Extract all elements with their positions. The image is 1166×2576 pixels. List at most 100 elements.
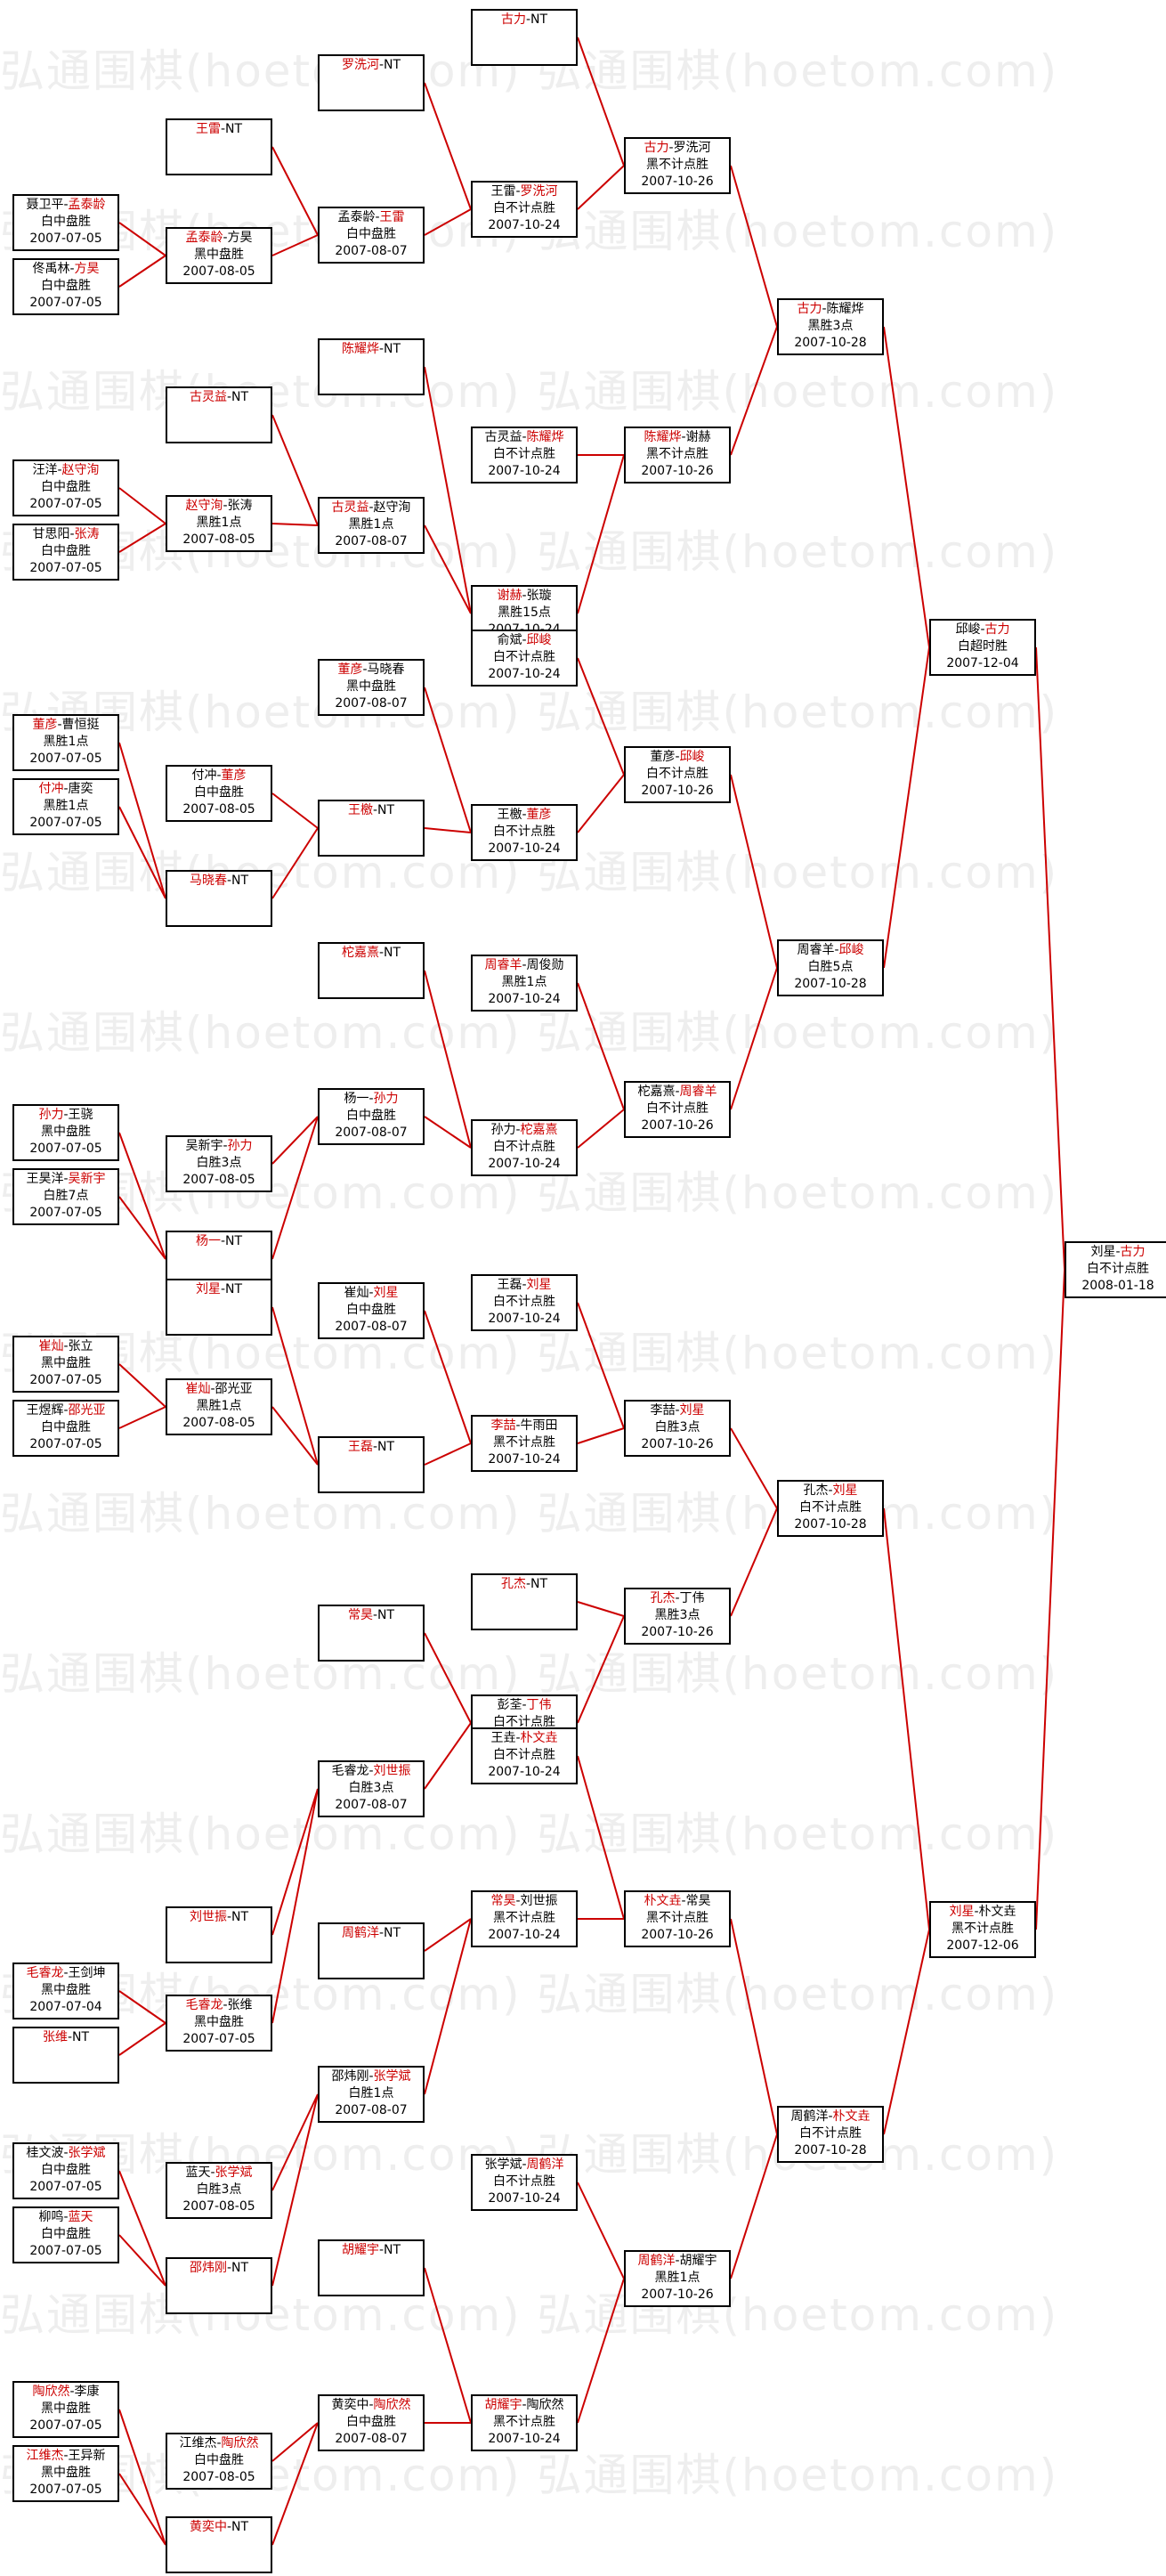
winner-name: 董彦 [337, 662, 363, 677]
bracket-connector [577, 2182, 625, 2279]
bracket-connector [271, 2093, 319, 2287]
match-result: 白胜3点 [196, 2182, 242, 2197]
player-name: 杨一- [344, 1092, 374, 1106]
match-result: 黑胜1点 [196, 1399, 242, 1413]
bracket-connector [577, 774, 625, 833]
match-players: 王檄-董彦 [473, 807, 576, 824]
winner-name: 刘世振 [373, 1764, 411, 1778]
match-players: 聂卫平-孟泰龄 [14, 197, 117, 214]
bracket-connector [730, 2133, 778, 2279]
match-players: 刘世振-NT [167, 1909, 271, 1926]
bracket-connector [577, 1427, 625, 1444]
bracket-connector [118, 1363, 166, 1408]
bracket-connector [577, 1302, 625, 1429]
match-players: 胡耀宇-陶欣然 [473, 2397, 576, 2414]
match-box: 胡耀宇-NT [318, 2239, 425, 2296]
match-date: 2007-07-05 [29, 816, 102, 830]
match-result: 白中盘胜 [194, 2453, 244, 2467]
bracket-connector [883, 1507, 930, 1930]
match-players: 彭荃-丁伟 [473, 1697, 576, 1714]
match-players: 周睿羊-邱峻 [779, 942, 882, 959]
bracket-connector [577, 1109, 625, 1149]
bracket-connector [118, 742, 166, 899]
winner-name: 古力 [500, 12, 526, 27]
match-players: 甘思阳-张涛 [14, 526, 117, 543]
match-players: 古灵益-陈耀烨 [473, 429, 576, 446]
bracket-connector [424, 1722, 472, 1790]
winner-name: 柁嘉熹 [520, 1123, 558, 1137]
bracket-connector [118, 806, 166, 899]
match-result: 白不计点胜 [493, 1140, 555, 1154]
match-players: 王檄-NT [320, 802, 423, 819]
winner-name: 刘世振 [189, 1910, 227, 1924]
bracket-connector [271, 1788, 319, 1936]
match-players: 王垚-朴文垚 [473, 1730, 576, 1747]
match-players: 蓝天-张学斌 [167, 2165, 271, 2182]
winner-name: 朴文垚 [832, 2109, 870, 2124]
winner-name: 刘星 [832, 1483, 858, 1498]
bracket-connector [424, 1442, 472, 1466]
match-date: 2007-10-24 [488, 992, 561, 1006]
match-date: 2007-10-24 [488, 1765, 561, 1779]
match-box: 罗洗河-NT [318, 54, 425, 111]
match-players: 周鹤洋-胡耀宇 [626, 2253, 729, 2270]
player-name: 邱峻- [955, 622, 985, 637]
bracket-connector [424, 1310, 472, 1444]
match-players: 吴新宇-孙力 [167, 1138, 271, 1155]
match-date: 2008-01-18 [1081, 1279, 1154, 1293]
match-date: 2007-08-07 [335, 1320, 408, 1334]
match-result: 白中盘胜 [346, 1109, 396, 1123]
player-name: 孔杰- [803, 1483, 833, 1498]
winner-name: 张学斌 [373, 2069, 411, 2084]
bracket-connector [730, 1427, 778, 1509]
winner-name: 古灵益 [331, 500, 369, 515]
player-name: 俞斌- [497, 633, 527, 647]
match-date: 2007-10-26 [641, 175, 714, 189]
match-players: 孟泰龄-王雷 [320, 209, 423, 226]
match-date: 2007-10-28 [794, 2143, 867, 2158]
match-box: 王檄-NT [318, 800, 425, 857]
match-players: 刘星-NT [167, 1281, 271, 1298]
match-date: 2007-07-05 [29, 2483, 102, 2497]
player-name: 柁嘉熹- [637, 1085, 680, 1099]
match-players: 王煜辉-邵光亚 [14, 1402, 117, 1419]
match-result: 白不计点胜 [646, 1101, 709, 1116]
match-result: 白中盘胜 [41, 2227, 91, 2241]
player-name: -李康 [69, 2385, 100, 2399]
match-players: 邵炜刚-NT [167, 2260, 271, 2277]
match-result: 黑中盘胜 [41, 1125, 91, 1139]
winner-name: 江维杰 [26, 2449, 64, 2463]
match-result: 黑胜1点 [43, 799, 89, 813]
match-box: 马晓春-NT [166, 870, 272, 927]
winner-name: 丁伟 [526, 1698, 552, 1712]
match-players: 王雷-NT [167, 121, 271, 138]
player-name: -唐奕 [63, 782, 93, 796]
winner-name: 吴新宇 [68, 1172, 106, 1186]
player-name: 王昊洋- [26, 1172, 69, 1186]
player-name: -胡耀宇 [675, 2254, 717, 2268]
bracket-connector [118, 487, 166, 524]
match-date: 2007-10-26 [641, 464, 714, 478]
match-result: 黑中盘胜 [41, 2466, 91, 2480]
match-players: 刘星-古力 [1066, 1244, 1166, 1261]
player-name: 彭荃- [497, 1698, 527, 1712]
match-players: 桂文波-张学斌 [14, 2145, 117, 2162]
winner-name: 罗洗河 [520, 184, 558, 199]
winner-name: 马晓春 [189, 874, 227, 888]
player-name: -NT [372, 803, 395, 817]
bracket-connector [1035, 1269, 1065, 1930]
winner-name: 胡耀宇 [484, 2398, 522, 2412]
